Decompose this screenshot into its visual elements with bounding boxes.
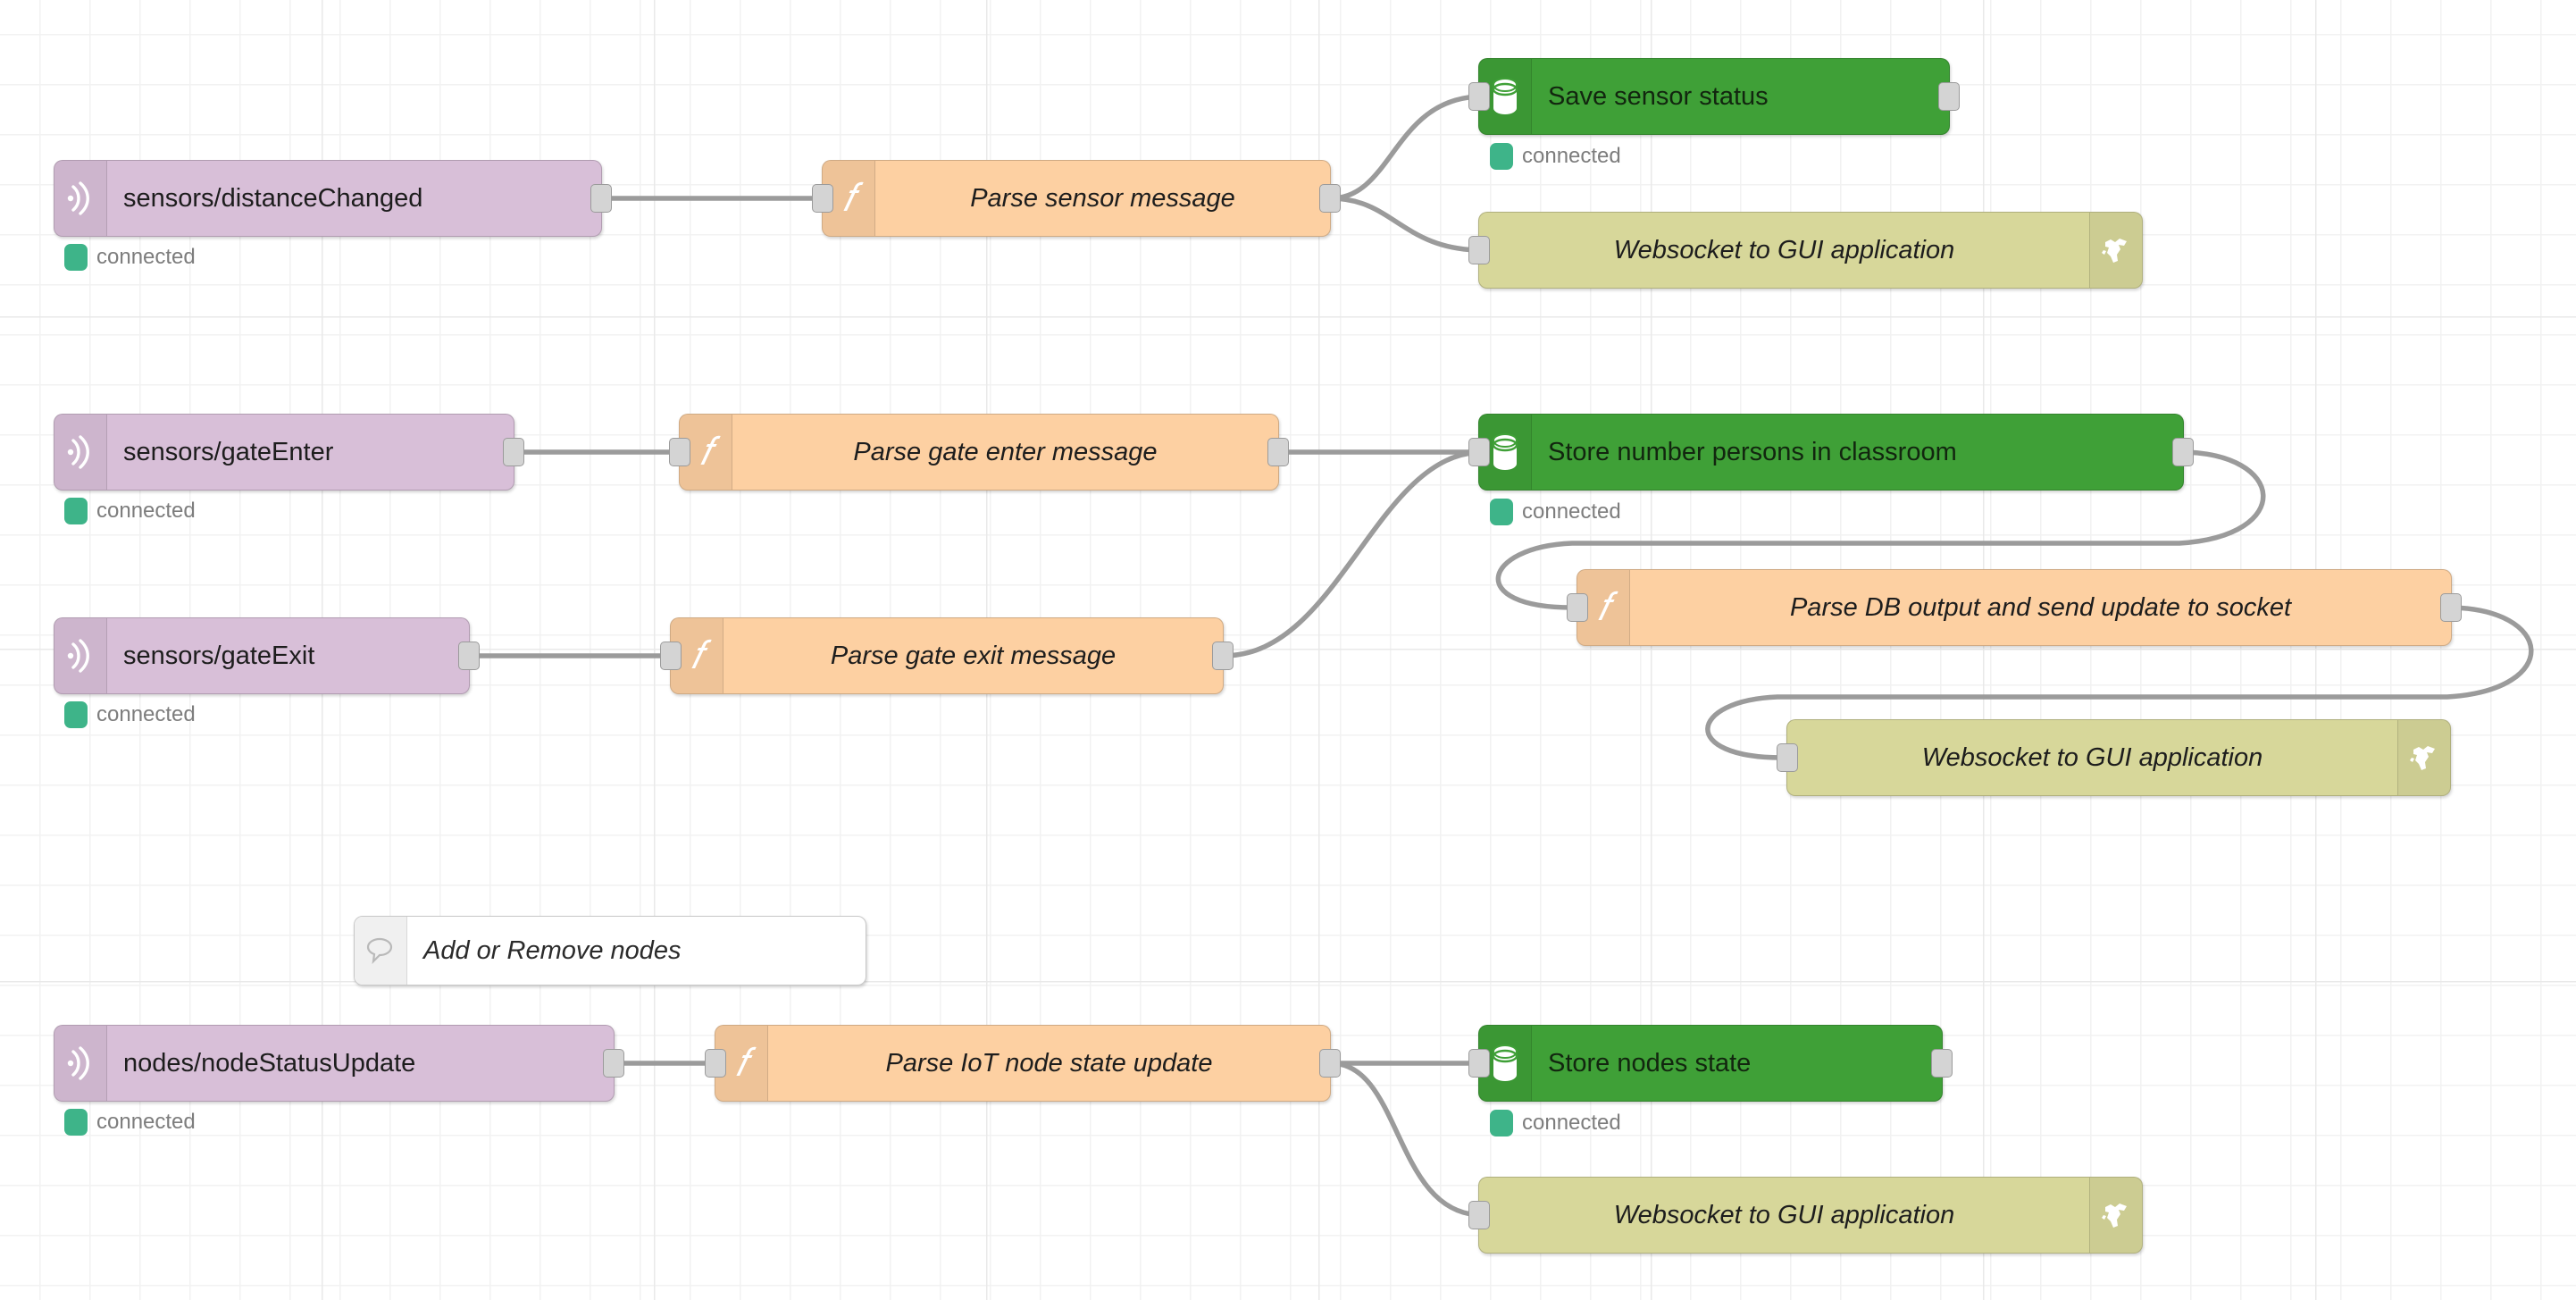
node-mqtt-in-sensors-gateenter[interactable]: sensors/gateEnter	[54, 414, 524, 491]
output-port[interactable]	[1267, 438, 1289, 466]
status-mqtt-distance: connected	[64, 244, 196, 271]
wire-fn-parse-sensor-to-db-save	[1328, 94, 1485, 201]
input-port[interactable]	[669, 438, 690, 466]
output-port[interactable]	[1319, 1049, 1341, 1078]
node-label: sensors/distanceChanged	[123, 183, 423, 213]
node-mqtt-in-nodes-nodestatusupdate[interactable]: nodes/nodeStatusUpdate	[54, 1025, 624, 1102]
node-function-parse-gate-exit-message[interactable]: 𝑓 Parse gate exit message	[660, 617, 1234, 694]
status-label: connected	[96, 702, 196, 726]
input-port[interactable]	[705, 1049, 726, 1078]
output-port[interactable]	[458, 642, 480, 670]
node-label: Parse IoT node state update	[885, 1048, 1213, 1078]
status-mqtt-gateexit: connected	[64, 701, 196, 728]
input-port[interactable]	[812, 184, 833, 213]
node-label: Websocket to GUI application	[1921, 742, 2263, 772]
status-mqtt-nodestatus: connected	[64, 1109, 196, 1136]
node-label: Add or Remove nodes	[423, 935, 682, 965]
node-label: sensors/gateExit	[123, 641, 315, 670]
node-label: Parse gate exit message	[830, 641, 1117, 670]
node-label: sensors/gateEnter	[123, 437, 334, 466]
node-websocket-out-mid[interactable]: Websocket to GUI application	[1777, 719, 2451, 796]
node-mqtt-in-sensors-distancechanged[interactable]: sensors/distanceChanged	[54, 160, 612, 237]
node-function-parse-db-output[interactable]: 𝑓 Parse DB output and send update to soc…	[1567, 569, 2462, 646]
wifi-signal-icon	[54, 161, 107, 236]
node-label: Websocket to GUI application	[1613, 235, 1955, 264]
input-port[interactable]	[1468, 438, 1490, 466]
node-label: Parse DB output and send update to socke…	[1789, 592, 2292, 622]
node-label: Store nodes state	[1548, 1048, 1752, 1078]
input-port[interactable]	[1468, 1201, 1490, 1229]
status-db-save-sensor: connected	[1490, 143, 1621, 170]
output-port[interactable]	[2172, 438, 2194, 466]
status-dot	[64, 498, 88, 524]
status-dot	[1490, 1110, 1513, 1136]
output-port[interactable]	[2440, 593, 2462, 622]
status-label: connected	[1522, 1111, 1621, 1135]
input-port[interactable]	[1468, 1049, 1490, 1078]
node-label: nodes/nodeStatusUpdate	[123, 1048, 416, 1078]
output-port[interactable]	[1212, 642, 1234, 670]
status-dot	[1490, 143, 1513, 170]
node-database-store-nodes-state[interactable]: Store nodes state	[1468, 1025, 1953, 1102]
input-port[interactable]	[1567, 593, 1588, 622]
status-dot	[1490, 499, 1513, 525]
node-database-store-number-persons[interactable]: Store number persons in classroom	[1468, 414, 2194, 491]
status-dot	[64, 701, 88, 728]
status-label: connected	[1522, 499, 1621, 524]
node-database-save-sensor-status[interactable]: Save sensor status	[1468, 58, 1960, 135]
node-label: Store number persons in classroom	[1548, 437, 1957, 466]
node-function-parse-gate-enter-message[interactable]: 𝑓 Parse gate enter message	[669, 414, 1289, 491]
node-websocket-out-top[interactable]: Websocket to GUI application	[1468, 212, 2143, 289]
wifi-signal-icon	[54, 1026, 107, 1101]
globe-icon	[2397, 720, 2450, 795]
node-mqtt-in-sensors-gateexit[interactable]: sensors/gateExit	[54, 617, 480, 694]
node-function-parse-iot-node-state-update[interactable]: 𝑓 Parse IoT node state update	[705, 1025, 1341, 1102]
status-label: connected	[96, 1110, 196, 1134]
output-port[interactable]	[1938, 82, 1960, 111]
status-db-store-nodes: connected	[1490, 1110, 1621, 1136]
node-label: Parse gate enter message	[853, 437, 1158, 466]
globe-icon	[2089, 213, 2142, 288]
input-port[interactable]	[1468, 236, 1490, 264]
node-function-parse-sensor-message[interactable]: 𝑓 Parse sensor message	[812, 160, 1341, 237]
wifi-signal-icon	[54, 415, 107, 490]
node-comment-add-or-remove-nodes[interactable]: Add or Remove nodes	[354, 916, 866, 985]
output-port[interactable]	[590, 184, 612, 213]
globe-icon	[2089, 1178, 2142, 1253]
node-label: Websocket to GUI application	[1613, 1200, 1955, 1229]
wire-fn-parse-sensor-to-ws-top	[1328, 196, 1485, 253]
status-mqtt-gateenter: connected	[64, 498, 196, 524]
input-port[interactable]	[1777, 743, 1798, 772]
status-dot	[64, 1109, 88, 1136]
status-label: connected	[96, 499, 196, 523]
output-port[interactable]	[1319, 184, 1341, 213]
status-label: connected	[96, 245, 196, 269]
status-db-store-persons: connected	[1490, 499, 1621, 525]
status-dot	[64, 244, 88, 271]
speech-bubble-icon	[355, 917, 407, 985]
input-port[interactable]	[1468, 82, 1490, 111]
input-port[interactable]	[660, 642, 682, 670]
status-label: connected	[1522, 144, 1621, 168]
node-websocket-out-bottom[interactable]: Websocket to GUI application	[1468, 1177, 2143, 1254]
output-port[interactable]	[1931, 1049, 1953, 1078]
output-port[interactable]	[503, 438, 524, 466]
output-port[interactable]	[603, 1049, 624, 1078]
wifi-signal-icon	[54, 618, 107, 693]
node-label: Parse sensor message	[970, 183, 1235, 213]
node-label: Save sensor status	[1548, 81, 1769, 111]
wire-fn-parseiot-to-ws-bottom	[1328, 1061, 1485, 1218]
